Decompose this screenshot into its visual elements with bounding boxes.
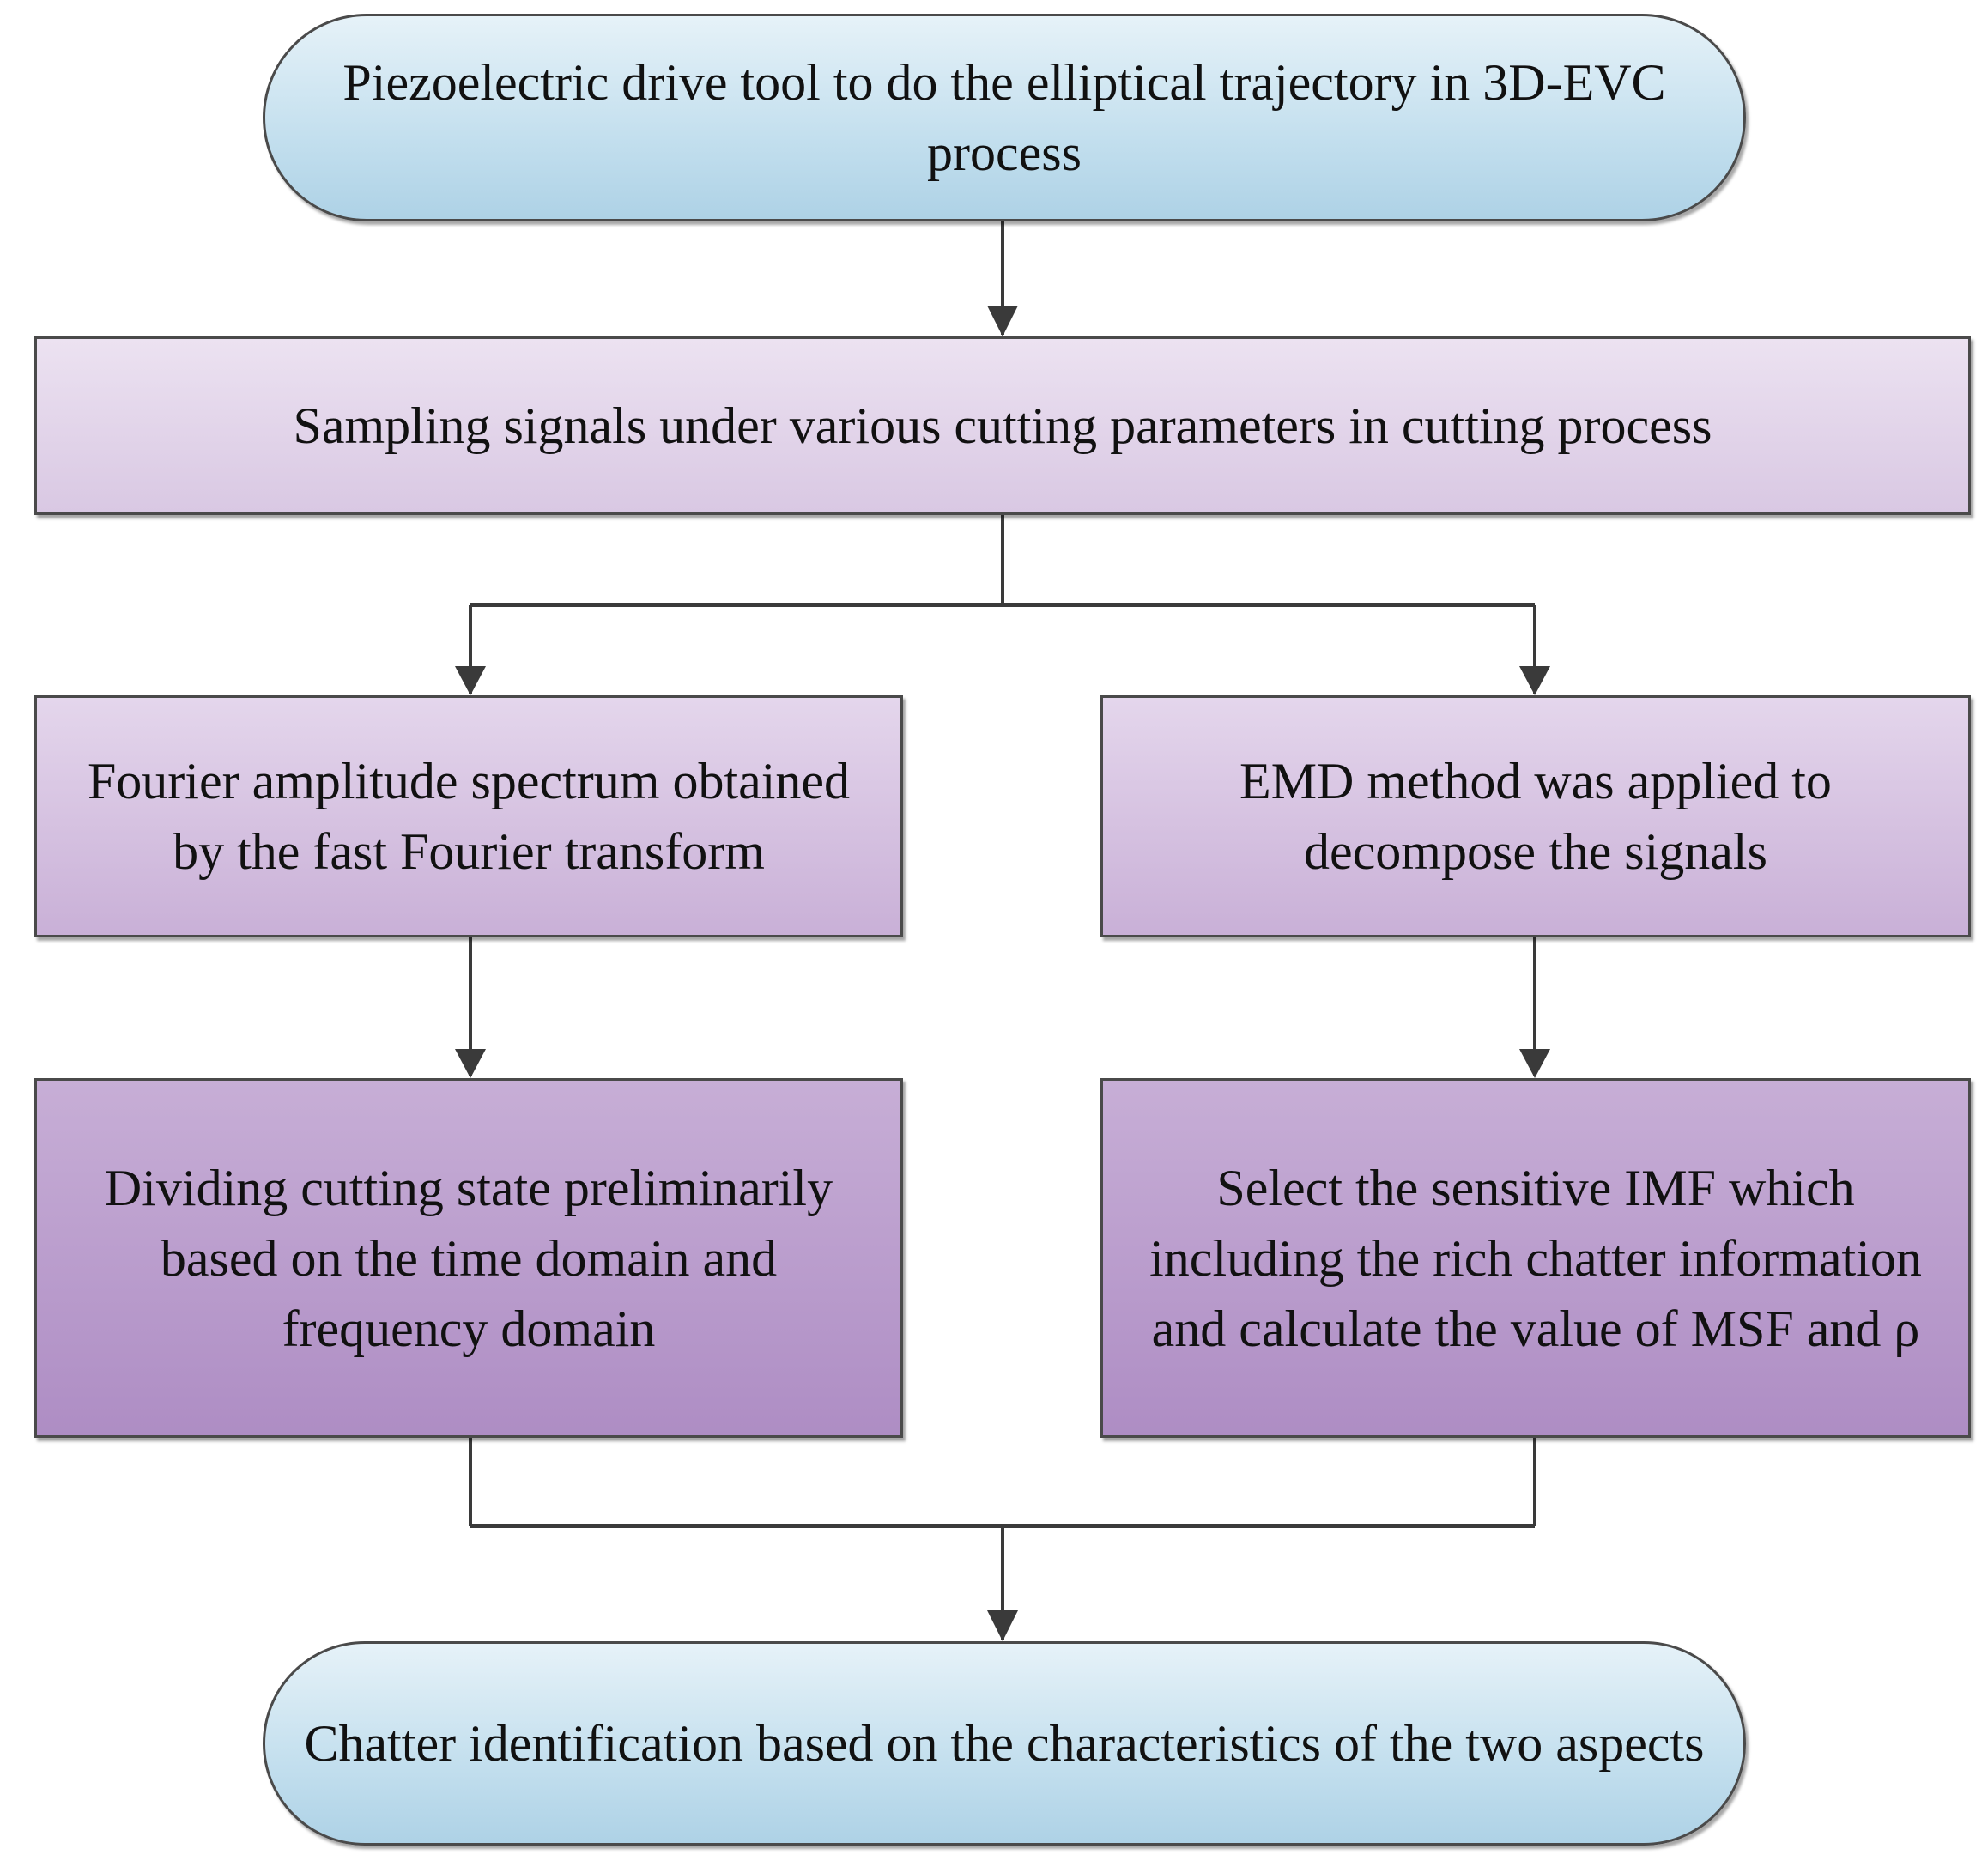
end-terminal: Chatter identification based on the char… [263, 1641, 1746, 1846]
arrowhead-start-to-sampling [987, 306, 1018, 336]
arrowhead-emd-to-select [1519, 1049, 1550, 1078]
start-terminal: Piezoelectric drive tool to do the ellip… [263, 14, 1746, 221]
arrowhead-fourier-to-dividing [455, 1049, 486, 1078]
end-terminal-text: Chatter identification based on the char… [304, 1715, 1705, 1772]
emd-process-text: EMD method was applied to decompose the … [1239, 753, 1832, 880]
emd-process-box: EMD method was applied to decompose the … [1100, 695, 1971, 937]
sampling-process-text: Sampling signals under various cutting p… [293, 397, 1712, 454]
select-imf-process-text: Select the sensitive IMF which including… [1149, 1159, 1922, 1357]
fourier-process-box: Fourier amplitude spectrum obtained by t… [34, 695, 903, 937]
dividing-process-box: Dividing cutting state preliminarily bas… [34, 1078, 903, 1438]
fourier-process-text: Fourier amplitude spectrum obtained by t… [87, 753, 851, 880]
arrowhead-to-fourier [455, 666, 486, 695]
arrowhead-merge-to-end [987, 1610, 1018, 1641]
select-imf-process-box: Select the sensitive IMF which including… [1100, 1078, 1971, 1438]
sampling-process-box: Sampling signals under various cutting p… [34, 336, 1971, 515]
start-terminal-text: Piezoelectric drive tool to do the ellip… [342, 54, 1666, 181]
dividing-process-text: Dividing cutting state preliminarily bas… [104, 1159, 833, 1357]
arrowhead-to-emd [1519, 666, 1550, 695]
